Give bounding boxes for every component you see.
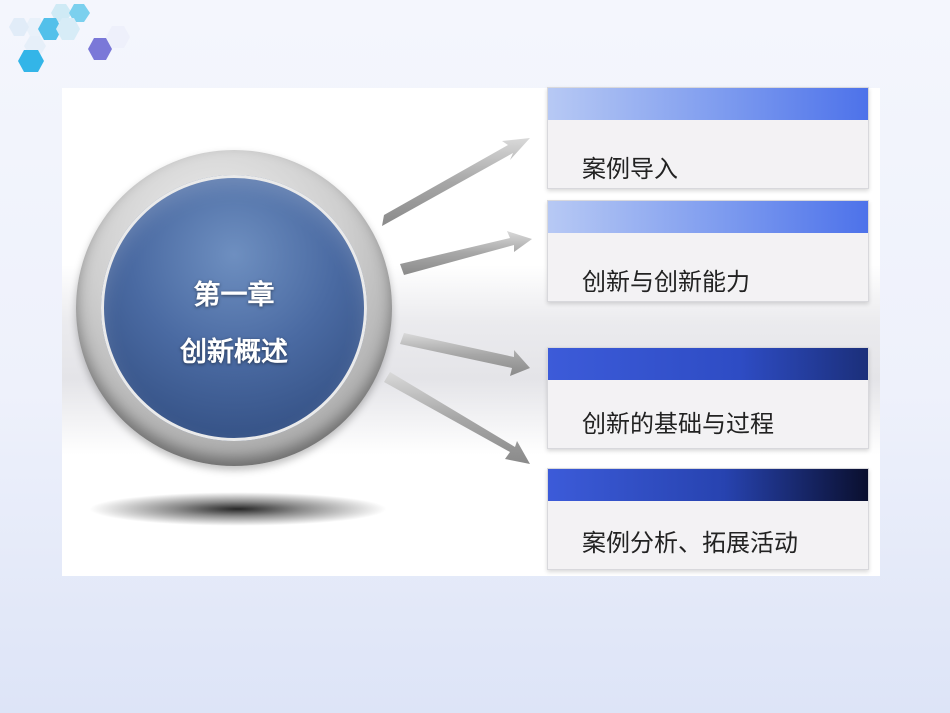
hexagon-cluster-icon (9, 4, 130, 72)
chapter-subtitle: 创新概述 (180, 337, 288, 368)
item-card-2[interactable]: 创新与创新能力 (547, 200, 869, 302)
arrow-right-icon (382, 138, 530, 226)
item-label: 案例分析、拓展活动 (582, 529, 798, 557)
item-label: 创新与创新能力 (582, 268, 750, 296)
item-header-bar (548, 469, 868, 501)
arrow-right-icon (384, 372, 530, 464)
chapter-title: 第一章 (193, 280, 275, 311)
item-card-1[interactable]: 案例导入 (547, 87, 869, 189)
item-card-3[interactable]: 创新的基础与过程 (547, 347, 869, 449)
item-header-bar (548, 201, 868, 233)
item-label: 案例导入 (582, 155, 678, 183)
arrow-right-icon (400, 231, 532, 275)
item-card-4[interactable]: 案例分析、拓展活动 (547, 468, 869, 570)
item-label: 创新的基础与过程 (582, 410, 774, 438)
item-header-bar (548, 348, 868, 380)
circle-shadow (88, 492, 388, 526)
arrow-right-icon (400, 333, 530, 376)
item-header-bar (548, 88, 868, 120)
center-circle (101, 175, 367, 441)
